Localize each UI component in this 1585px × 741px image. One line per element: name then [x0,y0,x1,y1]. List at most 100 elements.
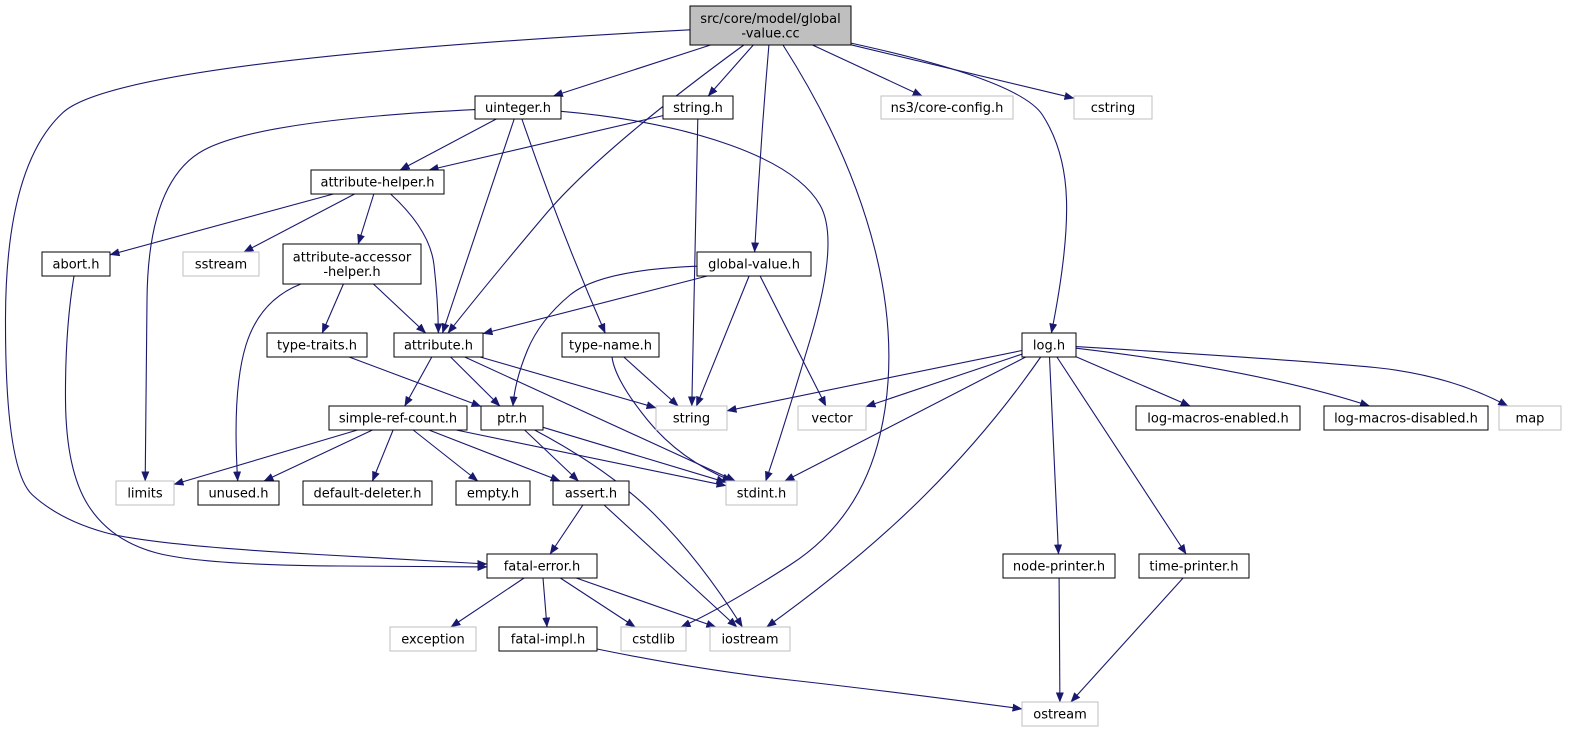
node-time-printer-h[interactable]: time-printer.h [1138,553,1250,579]
edge-uinteger-h-to-limits [141,109,476,482]
node-box [797,405,867,431]
edge-log-h-to-time-printer-h [1056,356,1187,555]
node-box [696,251,812,277]
node-box [561,332,660,358]
node-box [393,332,484,358]
edge-attribute-h-to-string [479,356,657,410]
node-box [182,251,260,277]
node-label: ptr.h [497,412,527,427]
node-attribute-h[interactable]: attribute.h [393,332,484,358]
edge-type-name-h-to-string [623,356,679,407]
node-label: limits [127,487,163,502]
node-label: log-macros-enabled.h [1147,412,1288,427]
node-string-h[interactable]: string.h [662,95,734,120]
node-abort-h[interactable]: abort.h [41,251,111,277]
edge-log-h-to-log-macros-enabled-h [1075,356,1191,407]
edge-attribute-h-to-stdint-h [464,356,736,482]
edge-global-value-cc-to-global-value-h [751,44,770,253]
node-label: sstream [195,258,247,273]
node-fatal-impl-h[interactable]: fatal-impl.h [498,626,598,652]
node-log-macros-disabled-h[interactable]: log-macros-disabled.h [1323,405,1489,431]
edges-layer [4,29,1509,712]
node-label: default-deleter.h [314,487,422,502]
node-box [310,169,445,195]
node-label: cstring [1091,101,1135,116]
node-box [389,626,477,652]
node-label: string.h [673,101,723,116]
node-log-h[interactable]: log.h [1021,332,1077,358]
node-global-value-h[interactable]: global-value.h [696,251,812,277]
edge-assert-h-to-iostream [603,504,738,628]
edge-log-h-to-map [1075,346,1509,407]
edge-ptr-h-to-stdint-h [542,426,727,484]
node-assert-h[interactable]: assert.h [552,480,630,506]
node-type-name-h[interactable]: type-name.h [561,332,660,358]
node-label: time-printer.h [1149,560,1238,575]
node-label: string [673,412,710,427]
edge-global-value-h-to-vector [759,275,827,407]
node-stdint-h: stdint.h [725,480,798,506]
node-type-traits-h[interactable]: type-traits.h [266,332,368,358]
node-label: iostream [721,633,778,648]
node-box [552,480,630,506]
node-node-printer-h[interactable]: node-printer.h [1002,553,1116,579]
node-map: map [1498,405,1562,431]
edge-global-value-h-to-ptr-h [509,265,698,407]
node-log-macros-enabled-h[interactable]: log-macros-enabled.h [1135,405,1301,431]
node-label: log.h [1033,339,1065,354]
edge-attribute-helper-h-to-attribute-accessor-helper-h [357,193,375,245]
node-label: vector [811,412,853,427]
node-global-value-cc[interactable]: src/core/model/global-value.cc [689,5,852,46]
node-fatal-error-h[interactable]: fatal-error.h [486,553,598,579]
edge-attribute-h-to-simple-ref-count-h [404,356,433,407]
node-label: map [1516,412,1545,427]
node-box [302,480,433,506]
node-unused-h[interactable]: unused.h [197,480,280,506]
node-exception: exception [389,626,477,652]
node-box [282,243,422,285]
edge-attribute-accessor-helper-h-to-attribute-h [373,283,427,334]
node-ptr-h[interactable]: ptr.h [480,405,544,431]
node-label: assert.h [565,487,617,502]
node-label: attribute.h [404,339,473,354]
edge-simple-ref-count-h-to-unused-h [263,429,373,482]
node-box [1138,553,1250,579]
edge-assert-h-to-fatal-error-h [549,504,584,555]
node-default-deleter-h[interactable]: default-deleter.h [302,480,433,506]
node-box [498,626,598,652]
node-label: ns3/core-config.h [891,101,1004,116]
node-box [41,251,111,277]
edge-global-value-cc-to-uinteger-h [552,44,711,97]
node-label: simple-ref-count.h [339,412,457,427]
node-label: type-traits.h [277,339,357,354]
edge-fatal-error-h-to-iostream [576,577,717,628]
node-box [880,95,1014,120]
node-box [1135,405,1301,431]
edge-log-h-to-vector [865,353,1023,408]
node-box [1021,701,1099,727]
node-label: -value.cc [741,26,799,41]
edge-log-h-to-stdint-h [784,356,1026,482]
edge-attribute-helper-h-to-abort-h [109,193,334,257]
edge-attribute-helper-h-to-attribute-h [390,193,443,334]
edge-ptr-h-to-assert-h [524,429,579,482]
node-ns3-core-config-h: ns3/core-config.h [880,95,1014,120]
node-label: uinteger.h [485,101,551,116]
node-attribute-accessor-helper-h[interactable]: attribute-accessor-helper.h [282,243,422,285]
edge-simple-ref-count-h-to-limits [173,429,358,486]
node-simple-ref-count-h[interactable]: simple-ref-count.h [328,405,468,431]
node-uinteger-h[interactable]: uinteger.h [474,95,562,120]
node-ostream: ostream [1021,701,1099,727]
edge-global-value-cc-to-log-h [850,42,1068,334]
node-box [709,626,791,652]
node-empty-h[interactable]: empty.h [455,480,531,506]
edge-fatal-error-h-to-cstdlib [559,577,636,628]
node-box [1498,405,1562,431]
node-attribute-helper-h[interactable]: attribute-helper.h [310,169,445,195]
node-box [662,95,734,120]
edge-type-traits-h-to-ptr-h [348,356,482,407]
node-iostream: iostream [709,626,791,652]
node-label: log-macros-disabled.h [1334,412,1478,427]
node-cstring: cstring [1073,95,1153,120]
edge-attribute-helper-h-to-sstream [243,193,355,253]
